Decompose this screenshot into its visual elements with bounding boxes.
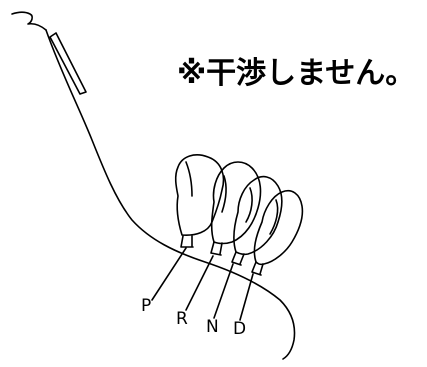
console-outline xyxy=(46,30,294,359)
note-text: ※干渉しません。 xyxy=(177,56,416,91)
lever-r xyxy=(211,162,260,255)
lever-n xyxy=(232,177,282,265)
lever-d xyxy=(252,191,302,275)
position-label-r: R xyxy=(176,309,188,329)
leader-r xyxy=(186,256,213,310)
panel-edge-hook xyxy=(12,12,46,30)
position-label-d: D xyxy=(233,319,247,339)
leader-p xyxy=(152,248,186,300)
leader-d xyxy=(240,274,253,320)
position-label-n: N xyxy=(206,317,219,337)
position-label-p: P xyxy=(141,296,152,316)
trim-strip xyxy=(50,33,86,94)
leader-n xyxy=(214,264,233,318)
lever-p xyxy=(176,155,224,247)
